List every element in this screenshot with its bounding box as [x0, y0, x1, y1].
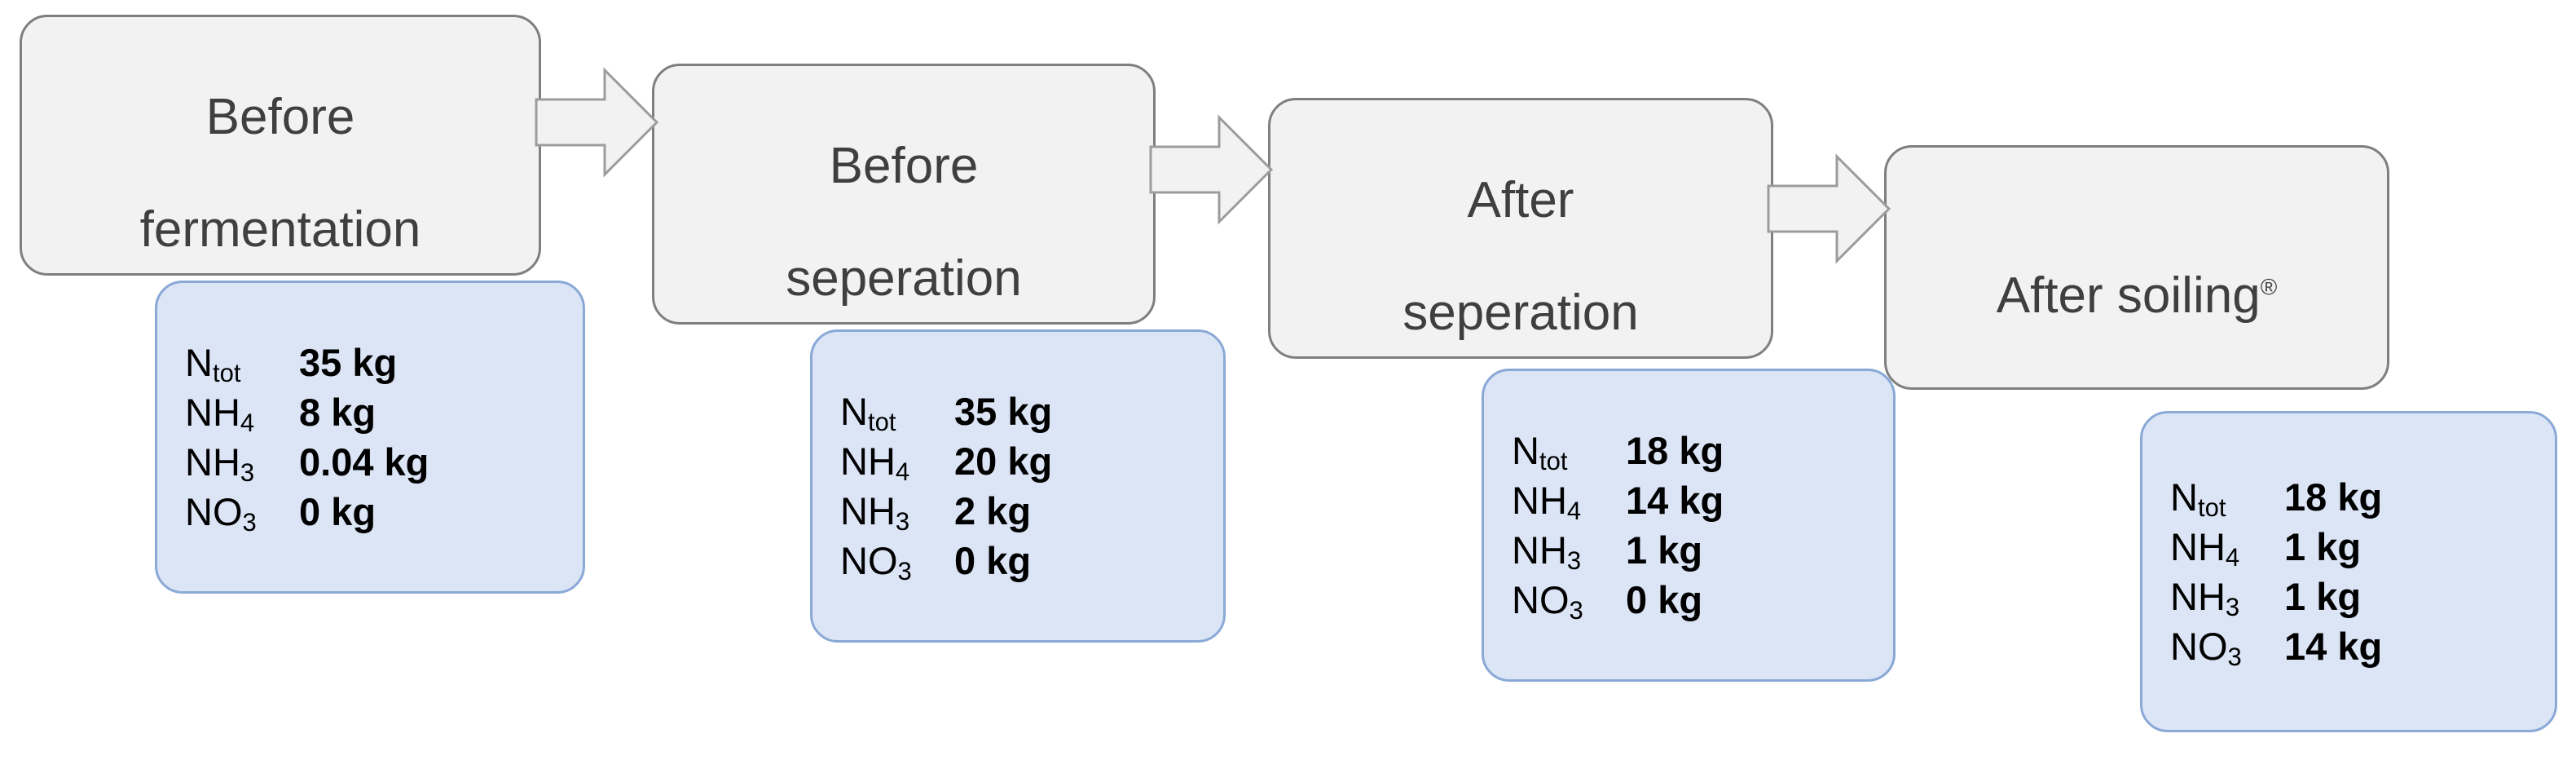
- stage-label-before-seperation: Before seperation: [774, 81, 1033, 307]
- species-subscript: 4: [1566, 496, 1582, 525]
- species-subscript: 3: [2225, 592, 2240, 621]
- stage-box-before-fermentation[interactable]: Before fermentation: [20, 15, 541, 276]
- species-subscript: 4: [240, 408, 255, 437]
- species-value: 1 kg: [2284, 575, 2362, 618]
- species-label: NH3: [1512, 528, 1582, 575]
- stage-label-before-fermentation: Before fermentation: [129, 32, 433, 258]
- species-label: NH4: [840, 439, 910, 486]
- data-box-after-soiling[interactable]: Ntot 18 kg NH4 1 kg NH3 1 kg NO3 14 kg: [2140, 411, 2557, 732]
- data-row: NH4 1 kg: [2170, 522, 2555, 572]
- stage-label-line1: After: [1467, 171, 1574, 228]
- species-subscript: tot: [212, 358, 241, 387]
- species-value: 18 kg: [1626, 428, 1724, 472]
- data-box-before-seperation[interactable]: Ntot 35 kg NH4 20 kg NH3 2 kg NO3 0 kg: [810, 329, 1226, 643]
- species-label: NO3: [2170, 625, 2242, 671]
- species-subscript: 3: [897, 556, 912, 585]
- stage-label-line1: Before: [205, 88, 355, 145]
- species-subscript: 3: [895, 506, 910, 536]
- species-label: NH3: [185, 440, 255, 487]
- species-value: 35 kg: [954, 389, 1053, 433]
- species-value: 2 kg: [954, 489, 1032, 532]
- species-value: 0 kg: [954, 539, 1032, 583]
- stage-label-line2: seperation: [1402, 285, 1639, 342]
- data-rows-before-seperation: Ntot 35 kg NH4 20 kg NH3 2 kg NO3 0 kg: [812, 387, 1223, 585]
- data-row: Ntot 18 kg: [2170, 472, 2555, 522]
- species-value: 1 kg: [1626, 528, 1703, 572]
- data-box-after-seperation[interactable]: Ntot 18 kg NH4 14 kg NH3 1 kg NO3 0 kg: [1482, 369, 1896, 682]
- species-subscript: tot: [1539, 446, 1568, 475]
- species-subscript: 3: [240, 457, 255, 487]
- data-row: NH3 0.04 kg: [185, 437, 583, 487]
- species-label: NH3: [840, 489, 910, 536]
- species-label: Ntot: [2170, 475, 2226, 522]
- data-box-before-fermentation[interactable]: Ntot 35 kg NH4 8 kg NH3 0.04 kg NO3 0 kg: [155, 281, 585, 594]
- species-label: Ntot: [1512, 428, 1568, 475]
- species-subscript: 4: [895, 457, 910, 486]
- species-label: NH4: [1512, 478, 1582, 525]
- flow-arrow-1-icon: [535, 67, 659, 178]
- data-row: NH3 2 kg: [840, 486, 1223, 536]
- species-value: 0.04 kg: [299, 440, 429, 484]
- stage-box-before-seperation[interactable]: Before seperation: [652, 64, 1156, 325]
- data-row: NH4 14 kg: [1512, 475, 1893, 525]
- flow-arrow-3-icon: [1767, 153, 1891, 264]
- registered-mark-icon: ®: [2260, 274, 2278, 300]
- data-row: NH4 8 kg: [185, 387, 583, 437]
- data-row: NO3 0 kg: [185, 487, 583, 537]
- species-subscript: 3: [1566, 546, 1582, 575]
- data-row: NO3 0 kg: [1512, 575, 1893, 625]
- stage-box-after-seperation[interactable]: After seperation: [1268, 98, 1773, 359]
- species-label: Ntot: [185, 340, 241, 387]
- species-label: NH4: [2170, 524, 2240, 572]
- data-row: NH3 1 kg: [2170, 572, 2555, 621]
- data-row: Ntot 35 kg: [840, 387, 1223, 436]
- species-subscript: 3: [242, 507, 257, 537]
- species-value: 1 kg: [2284, 524, 2362, 568]
- data-row: NH4 20 kg: [840, 436, 1223, 486]
- species-value: 8 kg: [299, 390, 376, 434]
- species-label: Ntot: [840, 389, 896, 436]
- species-label: NH4: [185, 390, 255, 437]
- species-value: 35 kg: [299, 340, 398, 384]
- species-value: 20 kg: [954, 439, 1053, 483]
- species-value: 14 kg: [2284, 625, 2383, 669]
- stage-label-after-seperation: After seperation: [1391, 115, 1650, 342]
- species-value: 18 kg: [2284, 475, 2383, 519]
- data-row: NO3 0 kg: [840, 536, 1223, 585]
- species-value: 0 kg: [299, 490, 376, 534]
- species-value: 0 kg: [1626, 578, 1703, 622]
- stage-label-after-soiling: After soiling®: [1985, 211, 2289, 325]
- data-rows-before-fermentation: Ntot 35 kg NH4 8 kg NH3 0.04 kg NO3 0 kg: [157, 338, 583, 537]
- species-label: NO3: [185, 490, 257, 537]
- species-subscript: 3: [2227, 642, 2242, 671]
- data-row: NO3 14 kg: [2170, 621, 2555, 671]
- stage-label-line2: fermentation: [139, 201, 421, 258]
- data-row: NH3 1 kg: [1512, 525, 1893, 575]
- data-rows-after-soiling: Ntot 18 kg NH4 1 kg NH3 1 kg NO3 14 kg: [2142, 472, 2555, 671]
- stage-label-line1: Before: [829, 137, 979, 194]
- species-value: 14 kg: [1626, 478, 1724, 522]
- stage-box-after-soiling[interactable]: After soiling®: [1884, 145, 2389, 390]
- data-row: Ntot 35 kg: [185, 338, 583, 387]
- species-subscript: tot: [867, 407, 896, 436]
- stage-label-line2: seperation: [786, 250, 1022, 307]
- species-subscript: tot: [2197, 493, 2226, 522]
- data-row: Ntot 18 kg: [1512, 426, 1893, 475]
- flow-arrow-2-icon: [1149, 114, 1274, 225]
- species-label: NO3: [840, 539, 912, 585]
- species-label: NH3: [2170, 575, 2240, 621]
- species-subscript: 4: [2225, 542, 2240, 572]
- species-subscript: 3: [1569, 595, 1583, 625]
- species-label: NO3: [1512, 578, 1583, 625]
- data-rows-after-seperation: Ntot 18 kg NH4 14 kg NH3 1 kg NO3 0 kg: [1484, 426, 1893, 625]
- stage-label-line1: After soiling: [1996, 267, 2261, 324]
